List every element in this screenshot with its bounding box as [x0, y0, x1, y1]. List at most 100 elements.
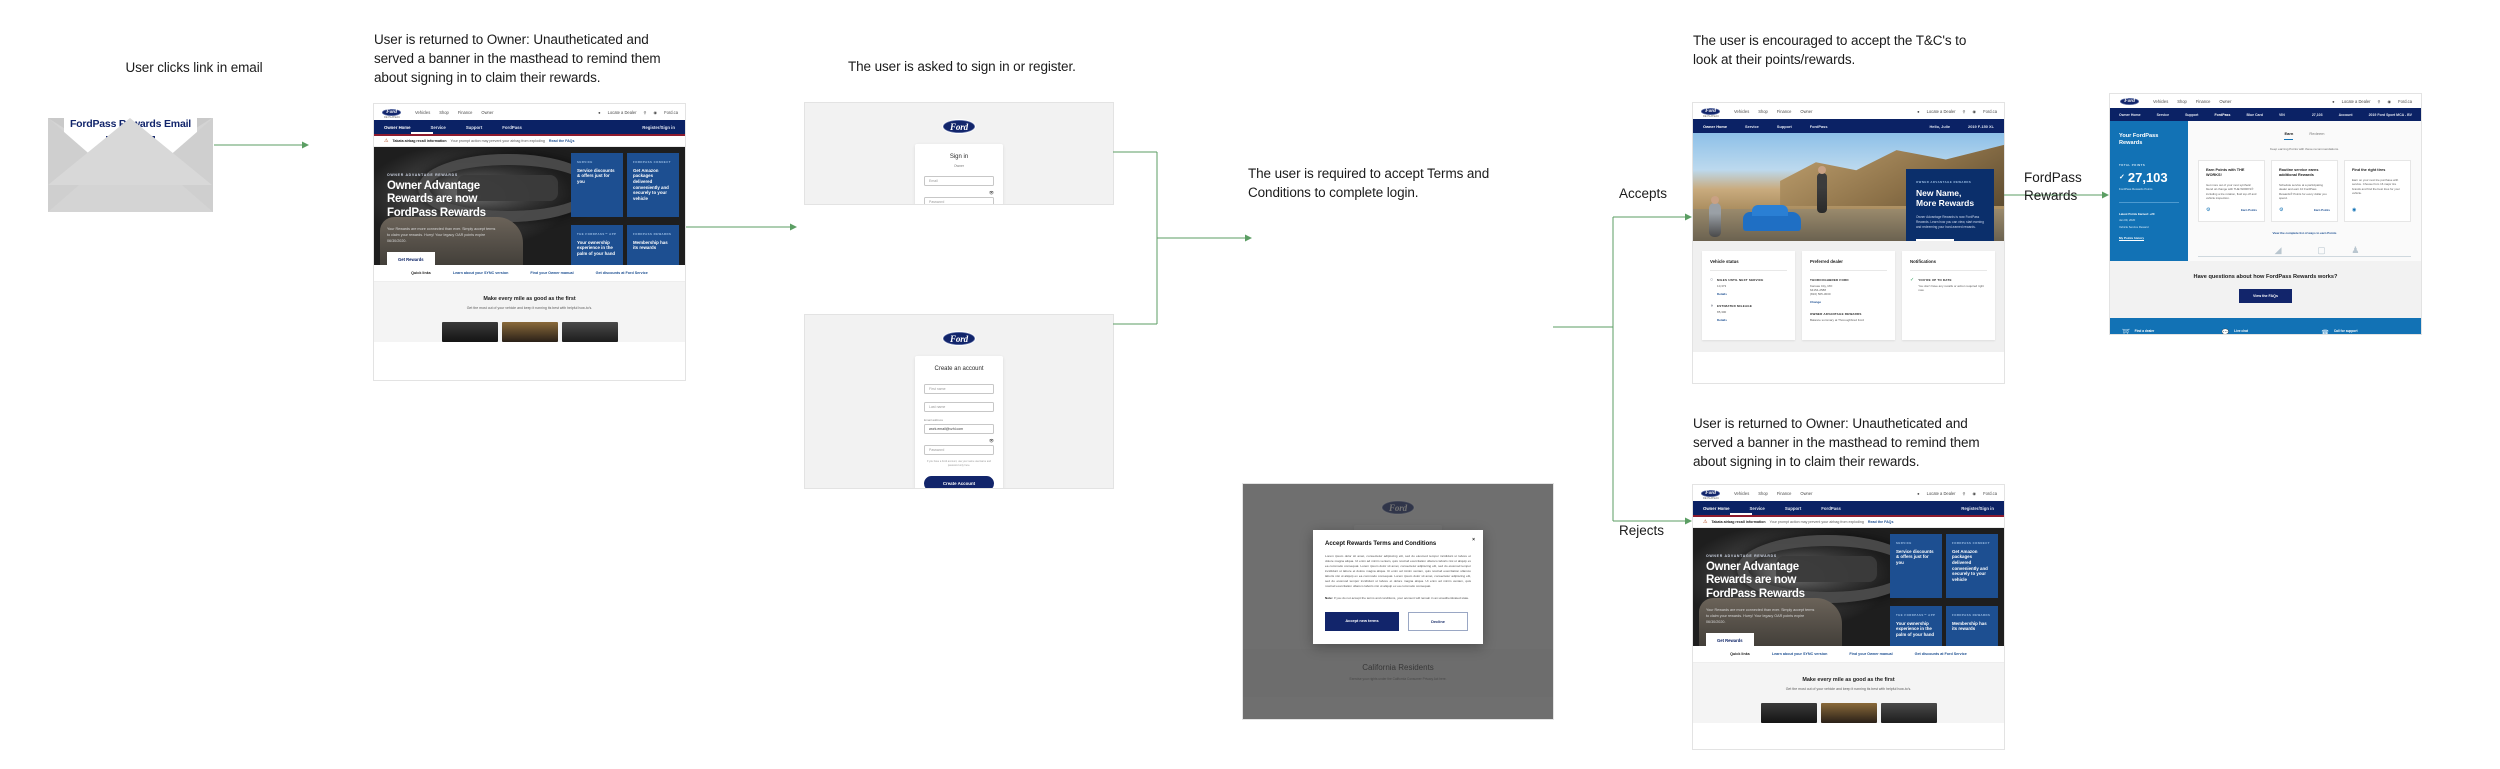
subnav-vin[interactable]: VIN — [2278, 112, 2285, 117]
subnav-service[interactable]: Service — [1745, 123, 1759, 129]
locate-dealer-link[interactable]: Locate a Dealer — [1926, 490, 1956, 496]
promo-card[interactable] — [1820, 702, 1877, 723]
accept-new-terms-button[interactable]: Accept new terms — [1325, 612, 1399, 632]
hero-get-rewards-button[interactable]: Get Rewards — [387, 252, 435, 265]
subnav-service[interactable]: Service — [430, 124, 446, 130]
signin-password-field[interactable]: Password — [924, 197, 994, 204]
close-icon[interactable]: × — [1472, 537, 1475, 544]
subnav-service[interactable]: Service — [2156, 112, 2170, 117]
earn-card-service[interactable]: Routine service earns additional Rewards… — [2271, 160, 2338, 222]
locate-dealer-link[interactable]: Locate a Dealer — [2341, 98, 2371, 104]
global-nav[interactable]: Vehicles Shop Finance Owner — [1734, 491, 1812, 496]
tile-service[interactable]: SERVICE Service discounts & offers just … — [571, 152, 623, 217]
card-notifications[interactable]: Notifications ✓ YOU'RE UP TO DATE You do… — [1902, 251, 1995, 341]
quick-link-sync[interactable]: Learn about your SYNC version — [452, 270, 509, 275]
points-history-link[interactable]: My Points history — [2119, 235, 2145, 240]
earn-card-tires[interactable]: Find the right tires Earn on your next t… — [2344, 160, 2411, 222]
global-nav-vehicles[interactable]: Vehicles — [415, 109, 431, 115]
terms-modal[interactable]: × Accept Rewards Terms and Conditions Lo… — [1313, 530, 1483, 645]
global-nav-finance[interactable]: Finance — [1776, 108, 1792, 114]
locate-dealer-link[interactable]: Locate a Dealer — [607, 109, 637, 115]
tile-fordpass-connect[interactable]: FORDPASS CONNECT Get Amazon packages del… — [627, 152, 679, 217]
quick-link-manual[interactable]: Find your Owner manual — [1849, 651, 1893, 656]
promo-card[interactable] — [1760, 702, 1817, 723]
subnav-owner-home[interactable]: Owner Home — [1703, 505, 1730, 511]
promo-card[interactable] — [561, 321, 618, 342]
decline-button[interactable]: Decline — [1408, 612, 1468, 632]
item-link[interactable]: Details — [1717, 317, 1727, 322]
subnav-service[interactable]: Service — [1749, 505, 1765, 511]
locale-link[interactable]: Ford.ca — [1983, 490, 1997, 496]
email-address-field[interactable]: work.email@vzhl.com — [924, 424, 994, 434]
location-pin-icon[interactable]: ● — [1917, 490, 1920, 496]
create-account-screenshot[interactable]: Ford Create an account First name Last n… — [805, 315, 1113, 488]
global-nav-shop[interactable]: Shop — [1758, 490, 1768, 496]
footer-find-dealer[interactable]: ⛩ Find a dealer Find a Ford dealership i… — [2122, 329, 2210, 334]
global-nav[interactable]: Vehicles Shop Finance Owner — [1734, 109, 1812, 114]
nav-points-badge[interactable]: 27,103 — [2311, 112, 2323, 117]
quick-link-manual[interactable]: Find your Owner manual — [530, 270, 574, 275]
subnav-owner-home[interactable]: Owner Home — [384, 124, 411, 130]
create-account-card[interactable]: Create an account First name Last name E… — [915, 356, 1003, 488]
alert-link[interactable]: Read the FAQs — [548, 138, 575, 143]
location-pin-icon[interactable]: ● — [2332, 98, 2335, 104]
tile-fordpass-rewards[interactable]: FORDPASS REWARDS Membership has its rewa… — [1946, 605, 1998, 646]
global-nav-shop[interactable]: Shop — [2177, 98, 2187, 104]
card-preferred-dealer[interactable]: Preferred dealer THOROUGHBRED FORD Kansa… — [1802, 251, 1895, 341]
globe-icon[interactable]: ◉ — [2387, 98, 2392, 104]
earn-card-works[interactable]: Earn Points with THE WORKS! Get more out… — [2198, 160, 2265, 222]
globe-icon[interactable]: ◉ — [1972, 490, 1977, 496]
tile-fordpass-connect[interactable]: FORDPASS CONNECT Get Amazon packages del… — [1946, 533, 1998, 598]
password-visibility-icon[interactable]: 👁 — [988, 438, 994, 443]
subnav-fordpass[interactable]: FordPass — [1821, 505, 1841, 511]
subnav-blue-card[interactable]: Blue Card — [2246, 112, 2263, 117]
locale-link[interactable]: Ford.ca — [1983, 108, 1997, 114]
globe-icon[interactable]: ◉ — [653, 109, 658, 115]
footer-call-support[interactable]: ☎ Call for support Speak to a Ford repre… — [2321, 329, 2409, 334]
tab-earn[interactable]: Earn — [2284, 131, 2294, 140]
global-nav[interactable]: Vehicles Shop Finance Owner — [415, 110, 493, 115]
global-nav-finance[interactable]: Finance — [457, 109, 473, 115]
locate-dealer-link[interactable]: Locate a Dealer — [1926, 108, 1956, 114]
global-nav-vehicles[interactable]: Vehicles — [2153, 98, 2169, 104]
register-signin-link[interactable]: Register/Sign in — [642, 124, 675, 130]
promo-card[interactable] — [1880, 702, 1937, 723]
item-link[interactable]: Details — [1717, 291, 1727, 296]
footer-live-chat[interactable]: 💬 Live chat Get one-on-one support right… — [2222, 329, 2310, 334]
vehicle-selector[interactable]: 2019 F-150 XL — [1968, 123, 1994, 129]
quick-link-sync[interactable]: Learn about your SYNC version — [1771, 651, 1828, 656]
terms-conditions-screenshot[interactable]: Ford Create an account California Reside… — [1243, 484, 1553, 719]
ford-logo-icon[interactable]: Ford — [1700, 106, 1721, 116]
nav-account-link[interactable]: Account — [2338, 112, 2353, 117]
quick-link-service[interactable]: Get discounts at Ford Service — [595, 270, 648, 275]
subnav-support[interactable]: Support — [2185, 112, 2199, 117]
globe-icon[interactable]: ◉ — [1972, 108, 1977, 114]
tile-service[interactable]: SERVICE Service discounts & offers just … — [1890, 533, 1942, 598]
global-nav[interactable]: Vehicles Shop Finance Owner — [2153, 99, 2231, 104]
last-name-field[interactable]: Last name — [924, 402, 994, 412]
global-nav-owner[interactable]: Owner — [1800, 490, 1813, 496]
quick-link-service[interactable]: Get discounts at Ford Service — [1914, 651, 1967, 656]
create-account-button[interactable]: Create Account — [924, 475, 994, 488]
card-vehicle-status[interactable]: Vehicle status ○ MILES UNTIL NEXT SERVIC… — [1702, 251, 1795, 341]
search-icon[interactable]: ⚲ — [2377, 98, 2381, 104]
earn-points-link[interactable]: Earn Points — [2240, 207, 2257, 212]
subnav-support[interactable]: Support — [1784, 505, 1802, 511]
tile-fordpass-app[interactable]: THE FORDPASS™ APP Your ownership experie… — [1890, 605, 1942, 646]
user-greeting[interactable]: Hello, Julie — [1929, 123, 1951, 129]
global-nav-vehicles[interactable]: Vehicles — [1734, 490, 1750, 496]
tile-fordpass-rewards[interactable]: FORDPASS REWARDS Membership has its rewa… — [627, 224, 679, 265]
global-nav-owner[interactable]: Owner — [1800, 108, 1813, 114]
search-icon[interactable]: ⚲ — [643, 109, 647, 115]
first-name-field[interactable]: First name — [924, 384, 994, 394]
signin-screenshot[interactable]: Ford Sign in Owner Email 👁 Password If y… — [805, 103, 1113, 204]
subnav-owner-home[interactable]: Owner Home — [2119, 112, 2141, 117]
signin-email-field[interactable]: Email — [924, 176, 994, 186]
global-nav-vehicles[interactable]: Vehicles — [1734, 108, 1750, 114]
locale-link[interactable]: Ford.ca — [664, 109, 678, 115]
owner-unauth-screenshot[interactable]: Ford DE PLATEAU Vehicles Shop Finance Ow… — [374, 104, 685, 380]
location-pin-icon[interactable]: ● — [1917, 108, 1920, 114]
global-nav-finance[interactable]: Finance — [1776, 490, 1792, 496]
subnav-fordpass[interactable]: FordPass — [2214, 112, 2231, 117]
ford-logo-icon[interactable]: Ford — [2119, 96, 2140, 106]
